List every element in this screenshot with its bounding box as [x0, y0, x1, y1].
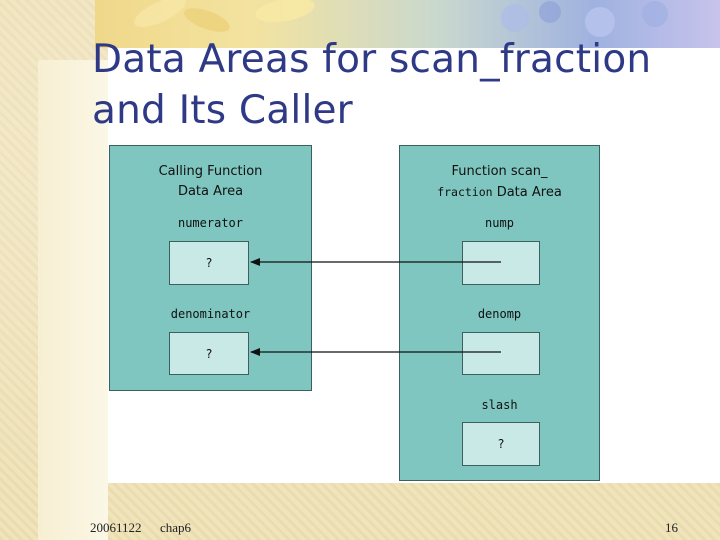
slide-number: 16 [665, 520, 678, 536]
footer-chapter: chap6 [160, 520, 191, 536]
footer-date: 20061122 [90, 520, 142, 536]
